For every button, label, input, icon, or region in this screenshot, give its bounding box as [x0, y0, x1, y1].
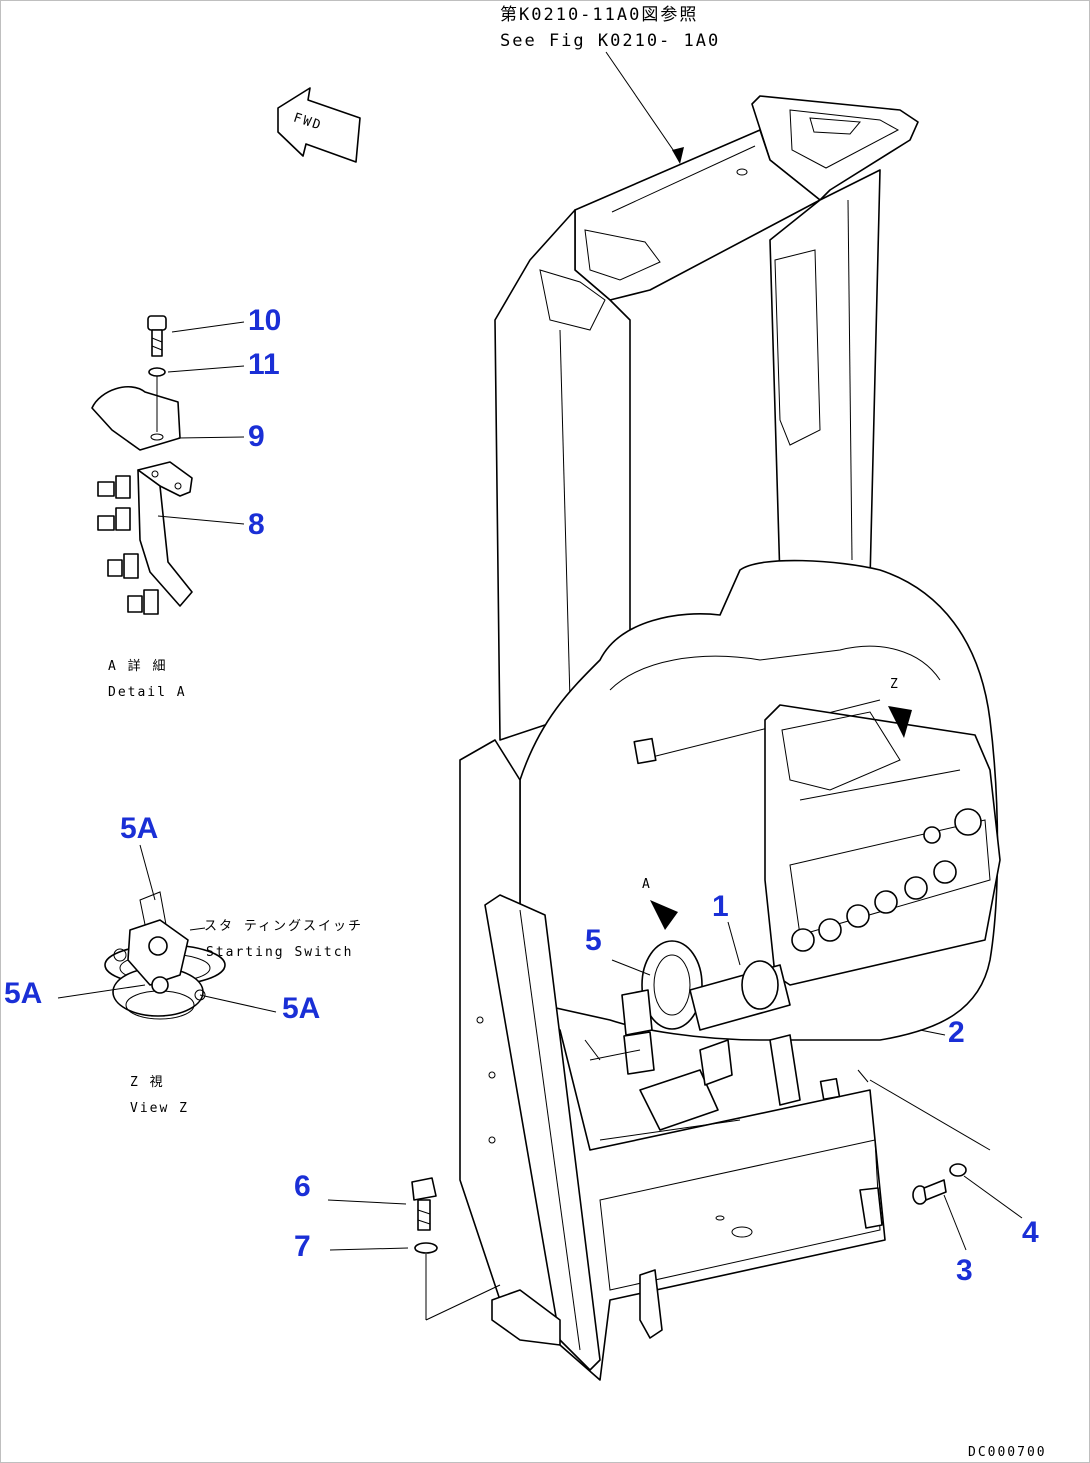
starting-switch-caption-jp: スタ ティングスイッチ — [204, 919, 363, 934]
callout-5a-right: 5A — [282, 992, 320, 1025]
switch-panel — [764, 704, 1001, 986]
bolt-6-icon — [411, 1177, 437, 1231]
view-a-arrow-icon — [650, 900, 678, 930]
view-z: スタ ティングスイッチ Starting Switch Z 視 View Z — [57, 844, 363, 1116]
washer-11-icon — [148, 367, 166, 377]
callout-3: 3 — [956, 1254, 973, 1287]
plate-9-icon — [91, 376, 181, 451]
fwd-arrow-icon: FWD — [277, 87, 361, 163]
view-z-caption-jp: Z 視 — [130, 1075, 165, 1090]
reference-leader — [605, 51, 681, 161]
callout-8: 8 — [248, 508, 265, 541]
view-z-arrow-icon — [888, 706, 912, 738]
washer-4-icon — [949, 1163, 967, 1177]
callout-2: 2 — [948, 1016, 965, 1049]
view-z-caption-en: View Z — [130, 1101, 189, 1116]
callout-1: 1 — [712, 890, 729, 923]
callout-5: 5 — [585, 924, 602, 957]
console-assembly: Z A — [459, 95, 1001, 1381]
callout-6: 6 — [294, 1170, 311, 1203]
callout-5a-left: 5A — [4, 977, 42, 1010]
washer-7-icon — [414, 1242, 438, 1254]
callout-9: 9 — [248, 420, 265, 453]
callout-10: 10 — [248, 304, 281, 337]
callout-4: 4 — [1022, 1216, 1039, 1249]
drawing-code: DC000700 — [968, 1445, 1047, 1460]
fwd-label: FWD — [291, 111, 324, 134]
right-column — [769, 169, 881, 601]
starting-switch-assembly — [589, 940, 801, 1141]
callout-5a-top: 5A — [120, 812, 158, 845]
view-marker-a: A — [642, 877, 652, 892]
view-marker-z: Z — [890, 677, 900, 692]
detail-a-caption-jp: A 詳 細 — [108, 658, 167, 674]
callout-7: 7 — [294, 1230, 311, 1263]
reference-note-jp: 第K0210-11A0図参照 — [500, 5, 698, 25]
detail-a-caption-en: Detail A — [108, 685, 187, 700]
switch-knobs — [791, 808, 982, 952]
starting-switch-caption-en: Starting Switch — [206, 945, 353, 960]
bolt-3-icon — [912, 1179, 947, 1205]
bracket-8-icon — [97, 461, 193, 615]
callout-11: 11 — [248, 348, 280, 381]
bolt-10-icon — [147, 315, 167, 357]
reference-arrowhead — [672, 147, 684, 164]
reference-note-en: See Fig K0210- 1A0 — [500, 31, 720, 51]
left-column — [494, 209, 631, 741]
detail-a: A 詳 細 Detail A — [91, 315, 245, 700]
